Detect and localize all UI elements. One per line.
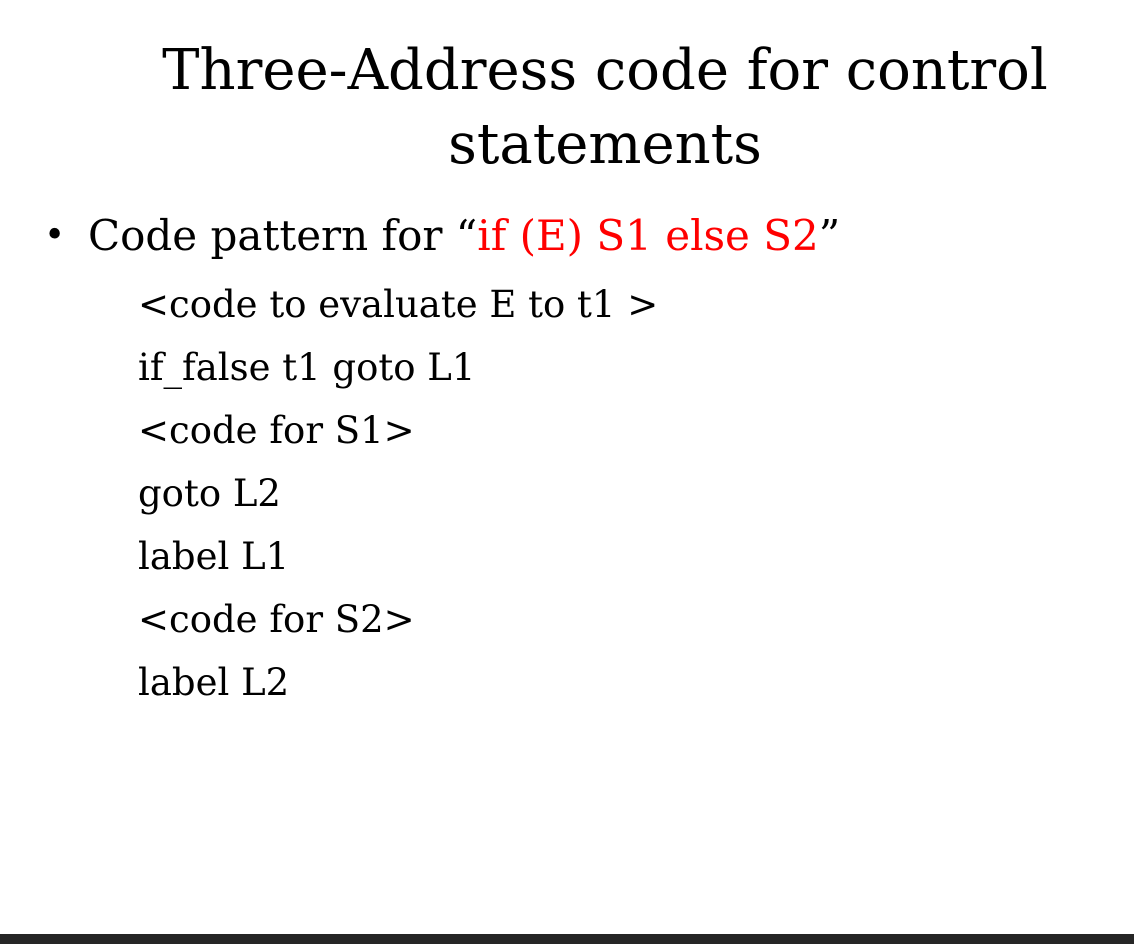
code-line: <code for S2> <box>138 598 415 641</box>
bullet-highlight: if (E) S1 else S2 <box>477 211 819 260</box>
code-line: label L2 <box>138 661 290 704</box>
code-line: <code for S1> <box>138 409 415 452</box>
bullet-icon: • <box>44 215 66 256</box>
bullet-suffix: ” <box>818 211 841 260</box>
bullet-item: • Code pattern for “if (E) S1 else S2” <box>44 206 840 266</box>
bullet-prefix: Code pattern for “ <box>88 211 478 260</box>
code-pattern-list: <code to evaluate E to t1 > if_false t1 … <box>138 273 658 714</box>
bottom-bar <box>0 934 1134 944</box>
code-line: if_false t1 goto L1 <box>138 346 476 389</box>
code-line: <code to evaluate E to t1 > <box>138 283 659 326</box>
slide-title-line-2: statements <box>448 112 762 177</box>
slide-title-line-1: Three-Address code for control <box>162 38 1048 103</box>
code-line: label L1 <box>138 535 290 578</box>
slide-title: Three-Address code for control statement… <box>150 34 1060 182</box>
code-line: goto L2 <box>138 472 281 515</box>
